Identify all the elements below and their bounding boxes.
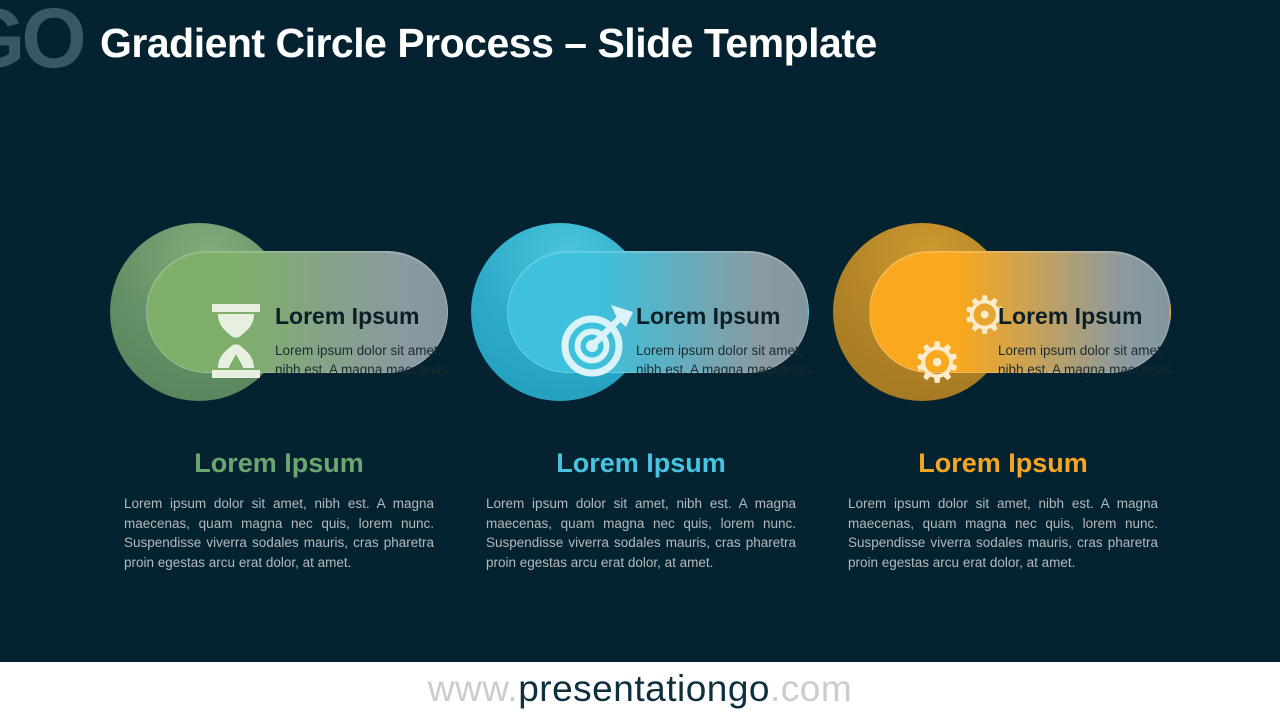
step-card-title: Lorem Ipsum <box>998 303 1143 329</box>
caption-1: Lorem Ipsum Lorem ipsum dolor sit amet, … <box>114 448 444 572</box>
gears-icon: ⚙ ⚙ <box>912 290 1008 392</box>
caption-title: Lorem Ipsum <box>556 448 726 478</box>
step-card-description: Lorem ipsum dolor sit amet, nibh est. A … <box>998 343 1176 377</box>
footer-bar: www.presentationgo.com <box>0 662 1280 720</box>
gear-icon: ⚙ <box>912 331 963 396</box>
presentationgo-logo: GO <box>0 0 87 85</box>
caption-body: Lorem ipsum dolor sit amet, nibh est. A … <box>124 496 434 570</box>
step-card-1: Lorem Ipsum Lorem ipsum dolor sit amet, … <box>146 251 452 378</box>
gear-icon: ⚙ <box>961 286 1008 346</box>
footer-url: www.presentationgo.com <box>428 668 852 710</box>
caption-title: Lorem Ipsum <box>918 448 1088 478</box>
target-icon <box>558 302 636 380</box>
process-step-2: Lorem Ipsum Lorem ipsum dolor sit amet, … <box>471 223 813 401</box>
caption-title: Lorem Ipsum <box>194 448 364 478</box>
caption-3: Lorem Ipsum Lorem ipsum dolor sit amet, … <box>838 448 1168 572</box>
process-step-3: ⚙ ⚙ Lorem Ipsum Lorem ipsum dolor sit am… <box>833 223 1175 401</box>
step-card-description: Lorem ipsum dolor sit amet, nibh est. A … <box>275 343 453 377</box>
url-domain: presentationgo <box>518 668 771 709</box>
caption-2: Lorem Ipsum Lorem ipsum dolor sit amet, … <box>476 448 806 572</box>
hourglass-icon <box>209 304 263 378</box>
process-step-1: Lorem Ipsum Lorem ipsum dolor sit amet, … <box>110 223 452 401</box>
step-card-description: Lorem ipsum dolor sit amet, nibh est. A … <box>636 343 814 377</box>
step-card-2: Lorem Ipsum Lorem ipsum dolor sit amet, … <box>507 251 813 377</box>
page-title: Gradient Circle Process – Slide Template <box>100 20 877 66</box>
step-card-3: ⚙ ⚙ Lorem Ipsum Lorem ipsum dolor sit am… <box>869 251 1175 392</box>
caption-body: Lorem ipsum dolor sit amet, nibh est. A … <box>486 496 796 570</box>
caption-body: Lorem ipsum dolor sit amet, nibh est. A … <box>848 496 1158 570</box>
url-suffix: .com <box>770 668 853 709</box>
step-card-title: Lorem Ipsum <box>636 303 781 329</box>
step-card-title: Lorem Ipsum <box>275 303 420 329</box>
url-prefix: www. <box>427 668 519 709</box>
